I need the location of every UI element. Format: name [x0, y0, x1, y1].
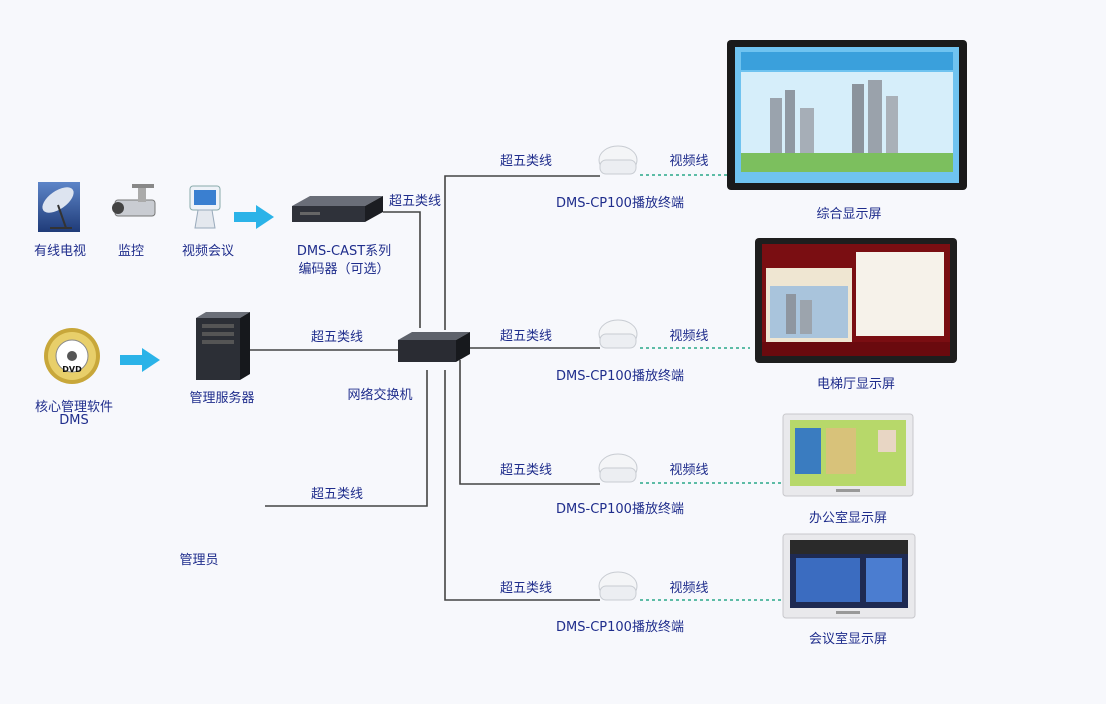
player-terminal-3-icon	[598, 453, 638, 483]
player-terminal-3-label: DMS-CP100播放终端	[556, 502, 684, 517]
network-wiring	[250, 175, 600, 601]
video-cable-label-4: 视频线	[669, 581, 709, 596]
video-wiring	[640, 174, 783, 601]
general-display-label: 综合显示屏	[816, 207, 882, 222]
core-software-sub-label: DMS	[59, 413, 89, 428]
management-server-label: 管理服务器	[189, 391, 255, 406]
surveillance-label: 监控	[117, 244, 145, 259]
cable-tv-icon	[38, 182, 80, 232]
elevator-hall-screen-icon	[755, 238, 957, 363]
cat5e-label-server: 超五类线	[310, 330, 364, 345]
admin-switch-cable	[265, 370, 428, 507]
encoder-switch-cable	[383, 211, 421, 328]
general-display-screen-icon	[727, 40, 967, 190]
management-server-icon	[196, 312, 250, 380]
admin-label: 管理员	[179, 553, 219, 568]
cable-tv-label: 有线电视	[33, 244, 87, 259]
arrow-sources-to-encoder	[234, 205, 274, 229]
player-terminal-1-label: DMS-CP100播放终端	[556, 196, 684, 211]
encoder-sub-label: 编码器（可选）	[298, 262, 390, 277]
player-terminal-4-icon	[598, 571, 638, 601]
meeting-room-screen-label: 会议室显示屏	[808, 632, 888, 647]
core-software-label: 核心管理软件	[34, 400, 114, 415]
cat5e-label-4: 超五类线	[499, 581, 553, 596]
video-cable-label-1: 视频线	[669, 154, 709, 169]
trunk-player-3	[459, 360, 600, 485]
network-switch-icon	[398, 332, 470, 362]
video-conference-icon	[189, 185, 221, 229]
network-switch-label: 网络交换机	[347, 388, 413, 403]
cat5e-label-encoder: 超五类线	[388, 194, 442, 209]
trunk-player-4	[444, 370, 600, 601]
video-cable-label-2: 视频线	[669, 329, 709, 344]
surveillance-camera-icon	[112, 184, 156, 217]
office-screen-icon	[782, 413, 914, 497]
encoder-label: DMS-CAST系列	[296, 244, 392, 259]
office-screen-label: 办公室显示屏	[808, 511, 888, 526]
encoder-device-icon	[292, 196, 383, 222]
player-terminal-4-label: DMS-CP100播放终端	[556, 620, 684, 635]
player-terminal-2-icon	[598, 319, 638, 349]
video-cable-label-3: 视频线	[669, 463, 709, 478]
flow-arrows	[120, 205, 274, 372]
dvd-disc-label: DVD	[62, 365, 82, 374]
player-terminal-icons	[598, 145, 638, 601]
meeting-room-screen-icon	[782, 533, 916, 619]
elevator-hall-screen-label: 电梯厅显示屏	[816, 377, 896, 392]
player-terminal-2-label: DMS-CP100播放终端	[556, 369, 684, 384]
player-terminal-1-icon	[598, 145, 638, 175]
cat5e-label-1: 超五类线	[499, 154, 553, 169]
cat5e-label-admin: 超五类线	[310, 487, 364, 502]
cat5e-label-2: 超五类线	[499, 329, 553, 344]
video-conference-label: 视频会议	[181, 244, 235, 259]
trunk-player-1	[444, 175, 600, 330]
cat5e-label-3: 超五类线	[499, 463, 553, 478]
dvd-disc-icon: DVD	[44, 328, 100, 384]
arrow-dms-to-server	[120, 348, 160, 372]
